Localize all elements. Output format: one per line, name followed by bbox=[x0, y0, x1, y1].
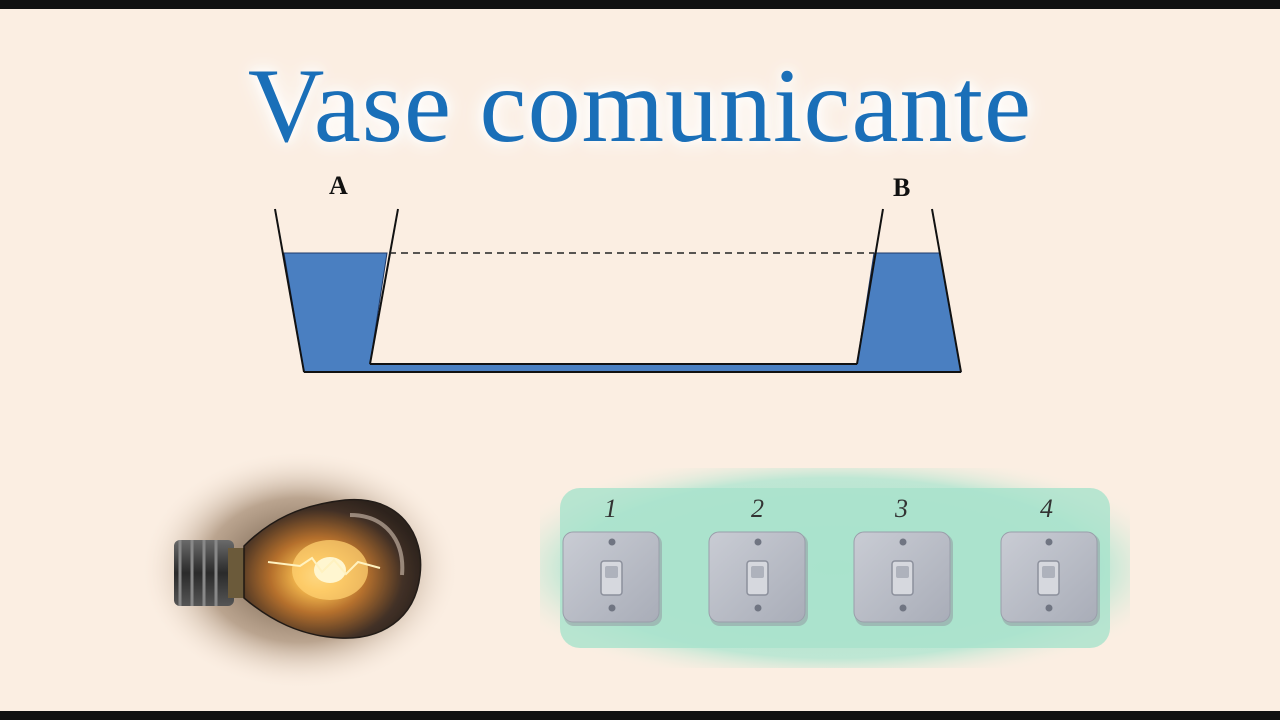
switch-1[interactable]: 1 bbox=[562, 494, 662, 626]
top-letterbox-bar bbox=[0, 0, 1280, 9]
switch-4[interactable]: 4 bbox=[1000, 494, 1100, 626]
light-bulb-icon bbox=[140, 450, 460, 690]
vessel-a-label: A bbox=[329, 171, 348, 200]
switch-panel bbox=[540, 468, 1130, 668]
bottom-letterbox-bar bbox=[0, 711, 1280, 720]
switch-4-number: 4 bbox=[1040, 494, 1053, 523]
communicating-vessels-diagram: A B bbox=[274, 171, 962, 373]
switch-1-number: 1 bbox=[604, 494, 617, 523]
switch-3-number: 3 bbox=[894, 494, 908, 523]
bulb-base bbox=[174, 540, 246, 606]
vessel-b-right-wall bbox=[931, 208, 962, 373]
switch-2[interactable]: 2 bbox=[708, 494, 808, 626]
page-title: Vase comunicante bbox=[247, 47, 1033, 164]
vessel-b-left-wall bbox=[856, 208, 884, 365]
vessel-a-right-wall bbox=[369, 208, 399, 365]
vessel-a-left-wall bbox=[274, 208, 305, 373]
switch-3[interactable]: 3 bbox=[853, 494, 953, 626]
switch-2-number: 2 bbox=[751, 494, 764, 523]
vessel-b-label: B bbox=[893, 173, 910, 202]
